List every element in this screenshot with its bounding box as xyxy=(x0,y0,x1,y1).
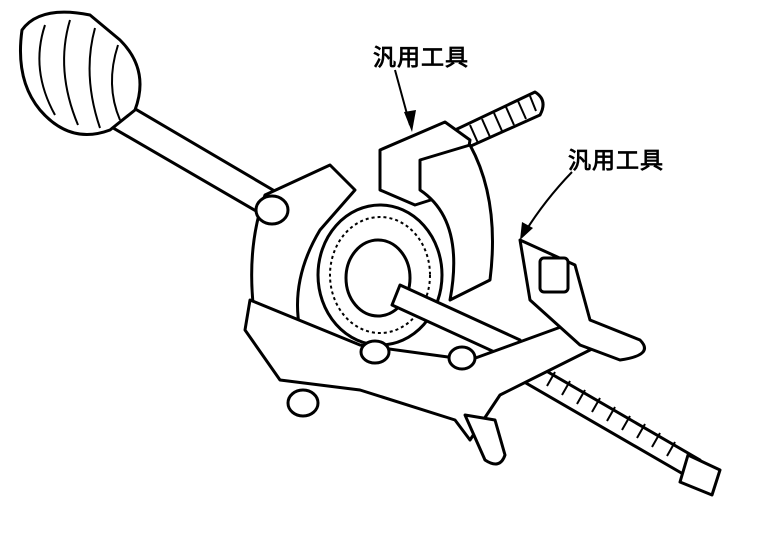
leader-arrow-1 xyxy=(394,69,416,132)
gear-ring xyxy=(316,203,444,347)
threaded-rod-upper xyxy=(453,90,545,152)
leader-arrow-2 xyxy=(520,171,573,240)
cv-joint-boot xyxy=(18,10,142,136)
callout-label-upper: 汎用工具 xyxy=(373,45,469,71)
nut-left xyxy=(254,194,290,226)
nut-bottom xyxy=(286,388,320,418)
callout-label-right: 汎用工具 xyxy=(568,148,664,174)
nut-bracket-2 xyxy=(447,345,477,371)
nut-right xyxy=(538,256,570,294)
puller-jaw-bottom xyxy=(463,413,507,466)
hex-nut-end xyxy=(678,453,722,497)
puller-arm-right xyxy=(418,143,494,302)
nut-bracket-1 xyxy=(359,339,391,365)
